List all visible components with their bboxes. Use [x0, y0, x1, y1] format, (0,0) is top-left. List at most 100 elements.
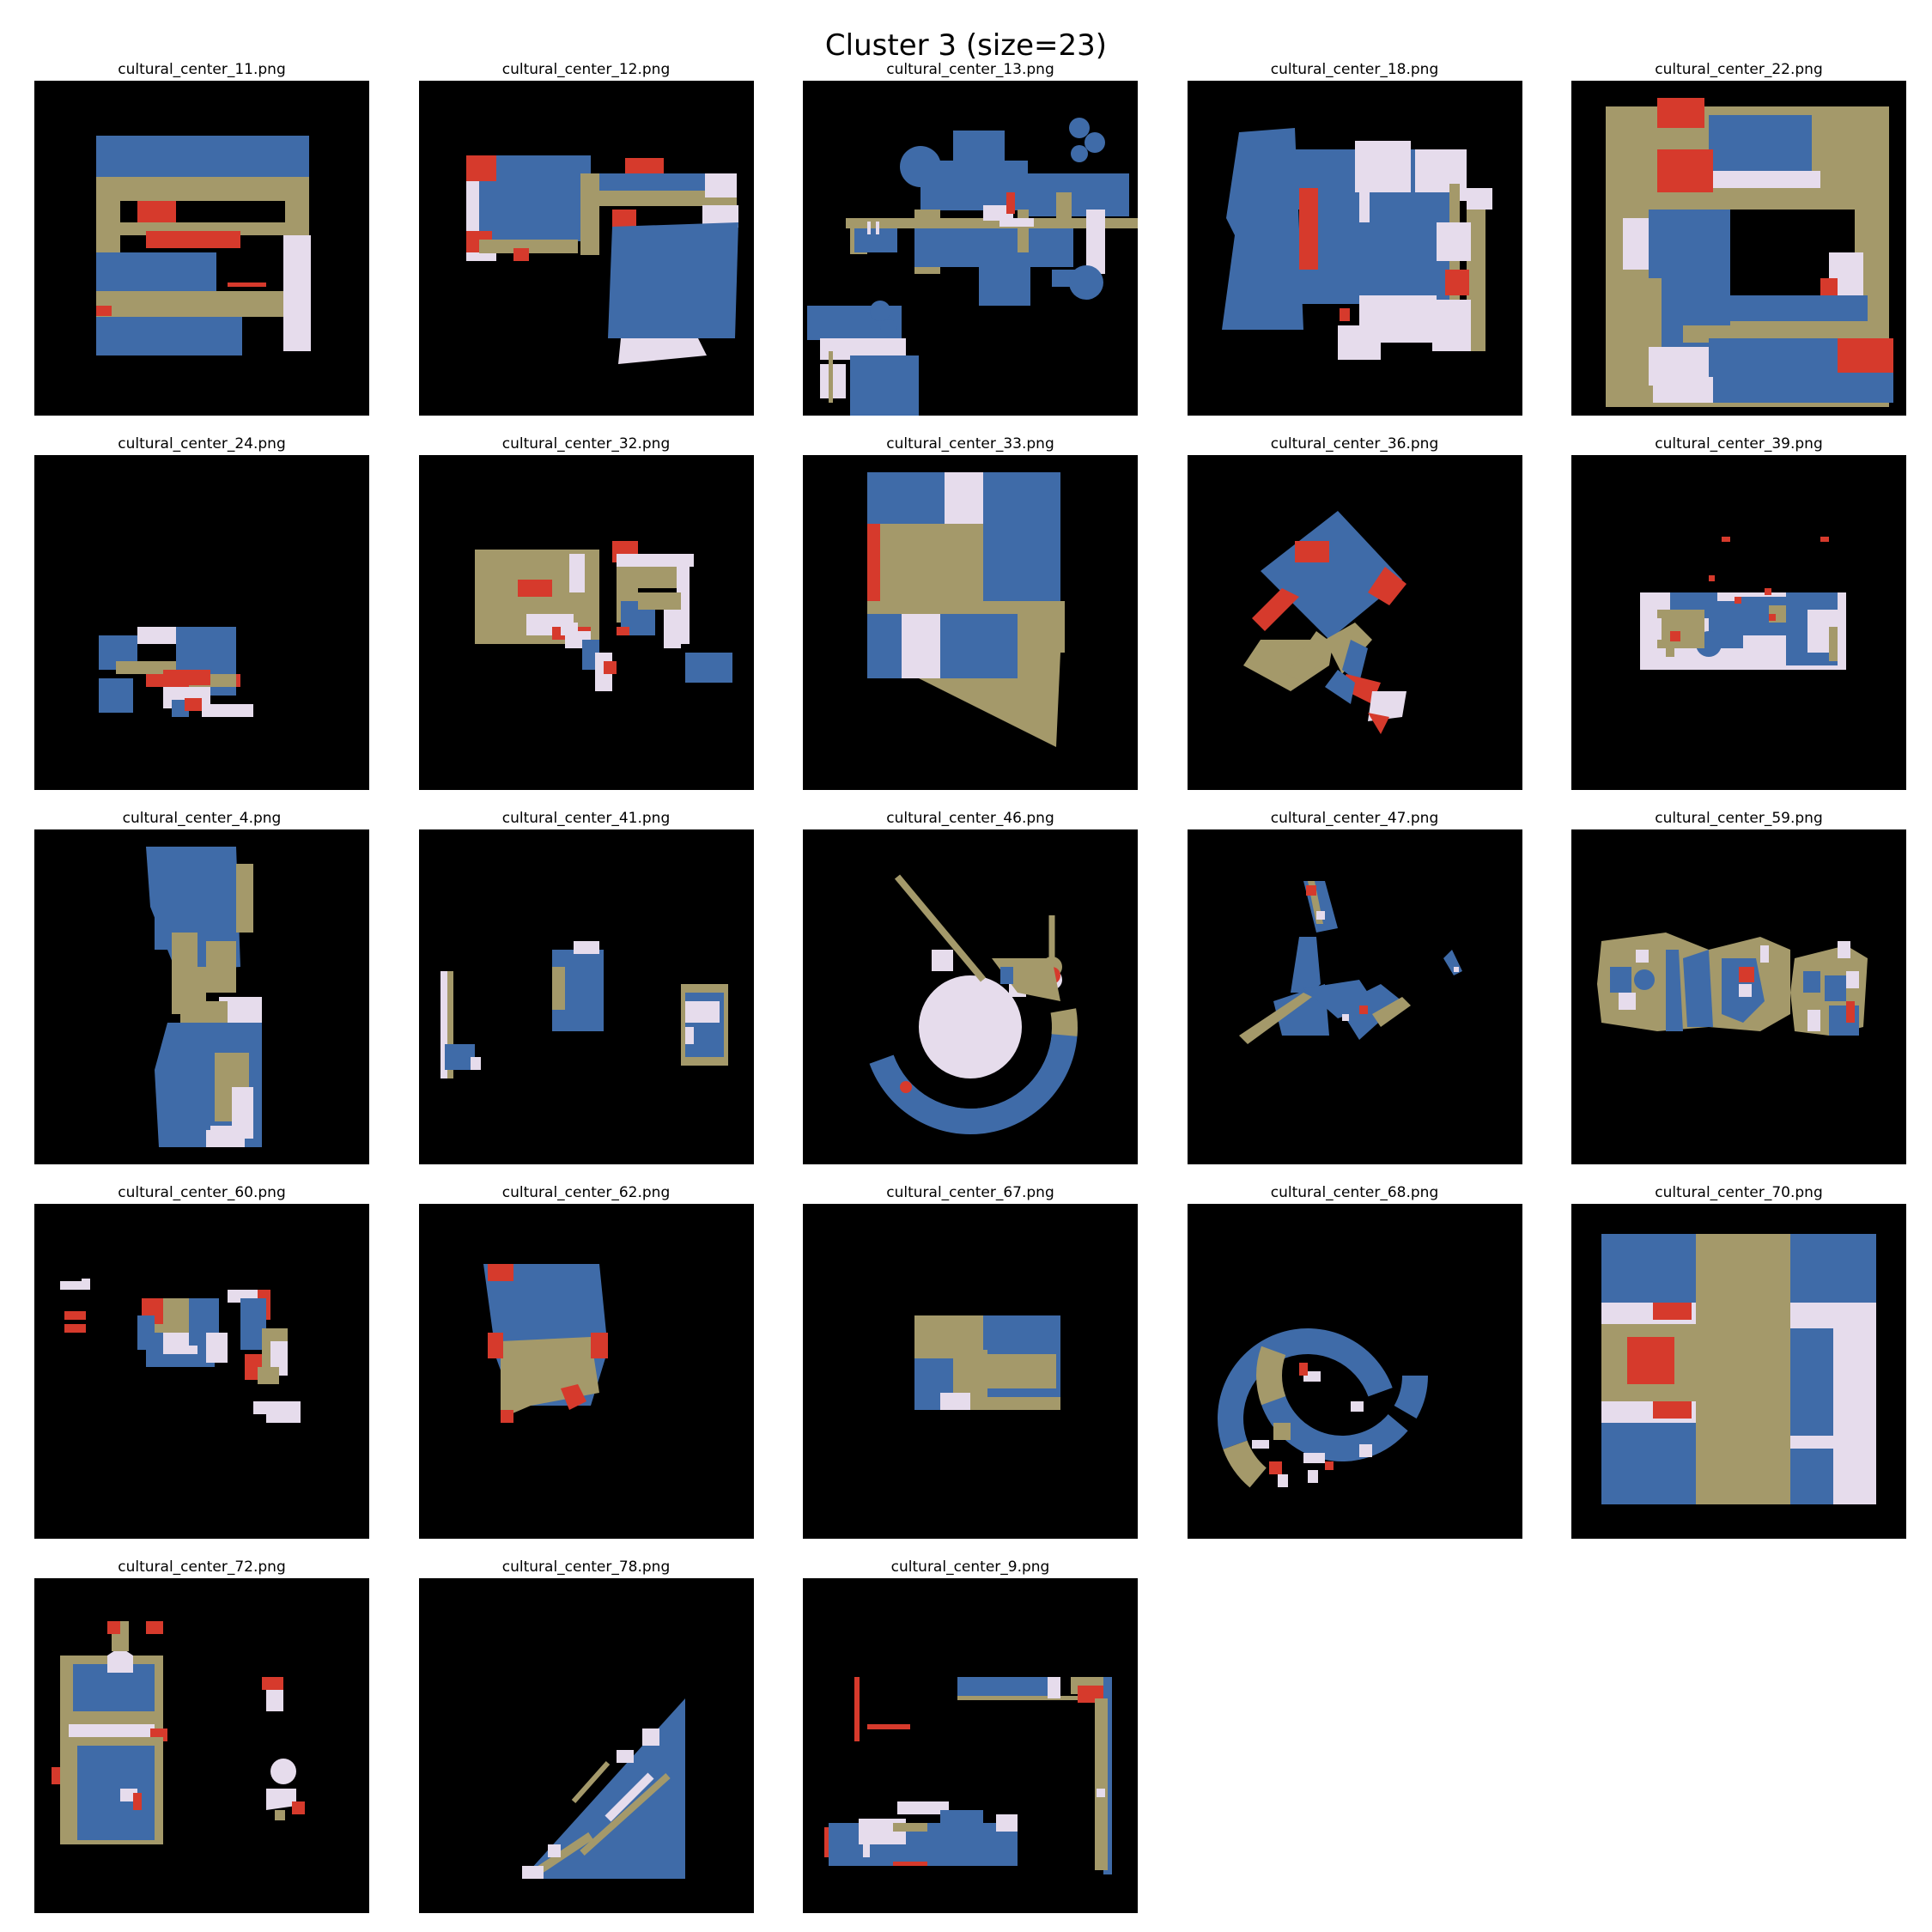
plan-region [1298, 1363, 1308, 1376]
plan-region [1307, 1470, 1318, 1483]
plan-region [1657, 98, 1704, 128]
plan-region [1838, 338, 1893, 373]
plan-region [957, 1696, 1086, 1700]
plan-region [953, 1358, 987, 1376]
floorplan-image [34, 81, 369, 416]
panel-title: cultural_center_4.png [122, 810, 282, 827]
panel-title: cultural_center_70.png [1655, 1184, 1823, 1201]
panel-title: cultural_center_18.png [1270, 61, 1439, 78]
plan-region [1683, 295, 1868, 321]
plan-region [1657, 610, 1704, 648]
plan-region [1846, 1001, 1855, 1023]
plan-region [236, 864, 253, 933]
plan-region [1339, 308, 1350, 321]
plan-background [34, 455, 369, 790]
plan-region [551, 597, 582, 614]
plan-region [172, 967, 206, 1014]
plan-region [617, 338, 707, 364]
plan-region [228, 283, 266, 287]
plan-region [1358, 192, 1370, 222]
floorplan-image [1187, 455, 1522, 790]
plan-region [478, 240, 578, 253]
plan-region [560, 1384, 586, 1410]
plan-region [983, 1315, 1005, 1350]
plan-region [932, 950, 953, 971]
plan-region [940, 1810, 983, 1827]
floorplan-panel: cultural_center_9.png [803, 1558, 1138, 1913]
floorplan-image [418, 455, 754, 790]
plan-region [521, 1866, 544, 1879]
plan-region [1354, 210, 1415, 304]
plan-region [1315, 911, 1325, 920]
plan-region [900, 1081, 912, 1093]
plan-region [107, 1647, 133, 1673]
plan-region [1358, 1444, 1372, 1457]
floorplan-panel: cultural_center_67.png [803, 1183, 1138, 1539]
plan-region [266, 1789, 296, 1810]
floorplan-panel: cultural_center_47.png [1187, 809, 1522, 1164]
plan-region [1431, 300, 1471, 351]
floorplan-panel: cultural_center_70.png [1571, 1183, 1906, 1539]
plan-region [1619, 993, 1636, 1010]
plan-region [914, 1315, 957, 1358]
panel-title: cultural_center_41.png [501, 810, 671, 827]
plan-region [1735, 597, 1741, 604]
plan-region [637, 592, 681, 610]
panel-title: cultural_center_68.png [1270, 1184, 1439, 1201]
plan-region [1653, 1303, 1692, 1320]
plan-region [500, 1337, 599, 1419]
plan-region [1255, 1346, 1285, 1406]
plan-region [1069, 118, 1090, 138]
floorplan-image [803, 1204, 1138, 1539]
floorplan-panel: cultural_center_41.png [418, 809, 754, 1164]
floorplan-panel: cultural_center_4.png [34, 809, 369, 1164]
floorplan-panel: cultural_center_11.png [34, 60, 369, 416]
plan-region [1760, 945, 1769, 963]
floorplan-panel: cultural_center_12.png [418, 60, 754, 416]
floorplan-image [803, 455, 1138, 790]
plan-region [604, 1772, 654, 1822]
floorplan-panel: cultural_center_18.png [1187, 60, 1522, 416]
plan-region [1221, 128, 1303, 330]
plan-region [1251, 588, 1299, 631]
plan-region [854, 1677, 860, 1741]
plan-region [1273, 1423, 1291, 1440]
plan-region [1825, 975, 1846, 1001]
panel-title: cultural_center_24.png [118, 435, 286, 453]
plan-region [163, 670, 210, 685]
plan-region [1000, 967, 1013, 984]
plan-region [513, 248, 529, 261]
panel-title: cultural_center_12.png [501, 61, 671, 78]
plan-region [1341, 640, 1368, 683]
plan-region [64, 1311, 86, 1320]
plan-region [876, 222, 879, 234]
plan-region [1298, 210, 1318, 270]
plan-region [590, 1333, 608, 1358]
floorplan-panel: cultural_center_60.png [34, 1183, 369, 1539]
plan-region [262, 1677, 283, 1690]
plan-region [1466, 188, 1492, 210]
plan-region [829, 351, 833, 403]
plan-region [893, 1823, 927, 1832]
plan-region [447, 971, 453, 1078]
plan-region [999, 218, 1034, 227]
plan-region [202, 704, 253, 717]
plan-region [206, 1333, 228, 1363]
plan-region [611, 210, 636, 227]
plan-region [258, 1367, 279, 1384]
figure-title: Cluster 3 (size=23) [824, 28, 1108, 63]
plan-region [1466, 210, 1485, 351]
plan-region [996, 1814, 1018, 1832]
plan-region [96, 291, 294, 317]
plan-region [607, 222, 738, 338]
plan-region [1260, 511, 1402, 640]
plan-region [869, 1027, 1078, 1135]
plan-region [1277, 1474, 1288, 1487]
plan-region [867, 614, 902, 678]
plan-region [953, 131, 1005, 161]
plan-region [902, 614, 940, 678]
panel-title: cultural_center_11.png [118, 61, 286, 78]
plan-region [137, 201, 176, 222]
plan-region [1354, 141, 1411, 192]
plan-region [1367, 713, 1389, 734]
